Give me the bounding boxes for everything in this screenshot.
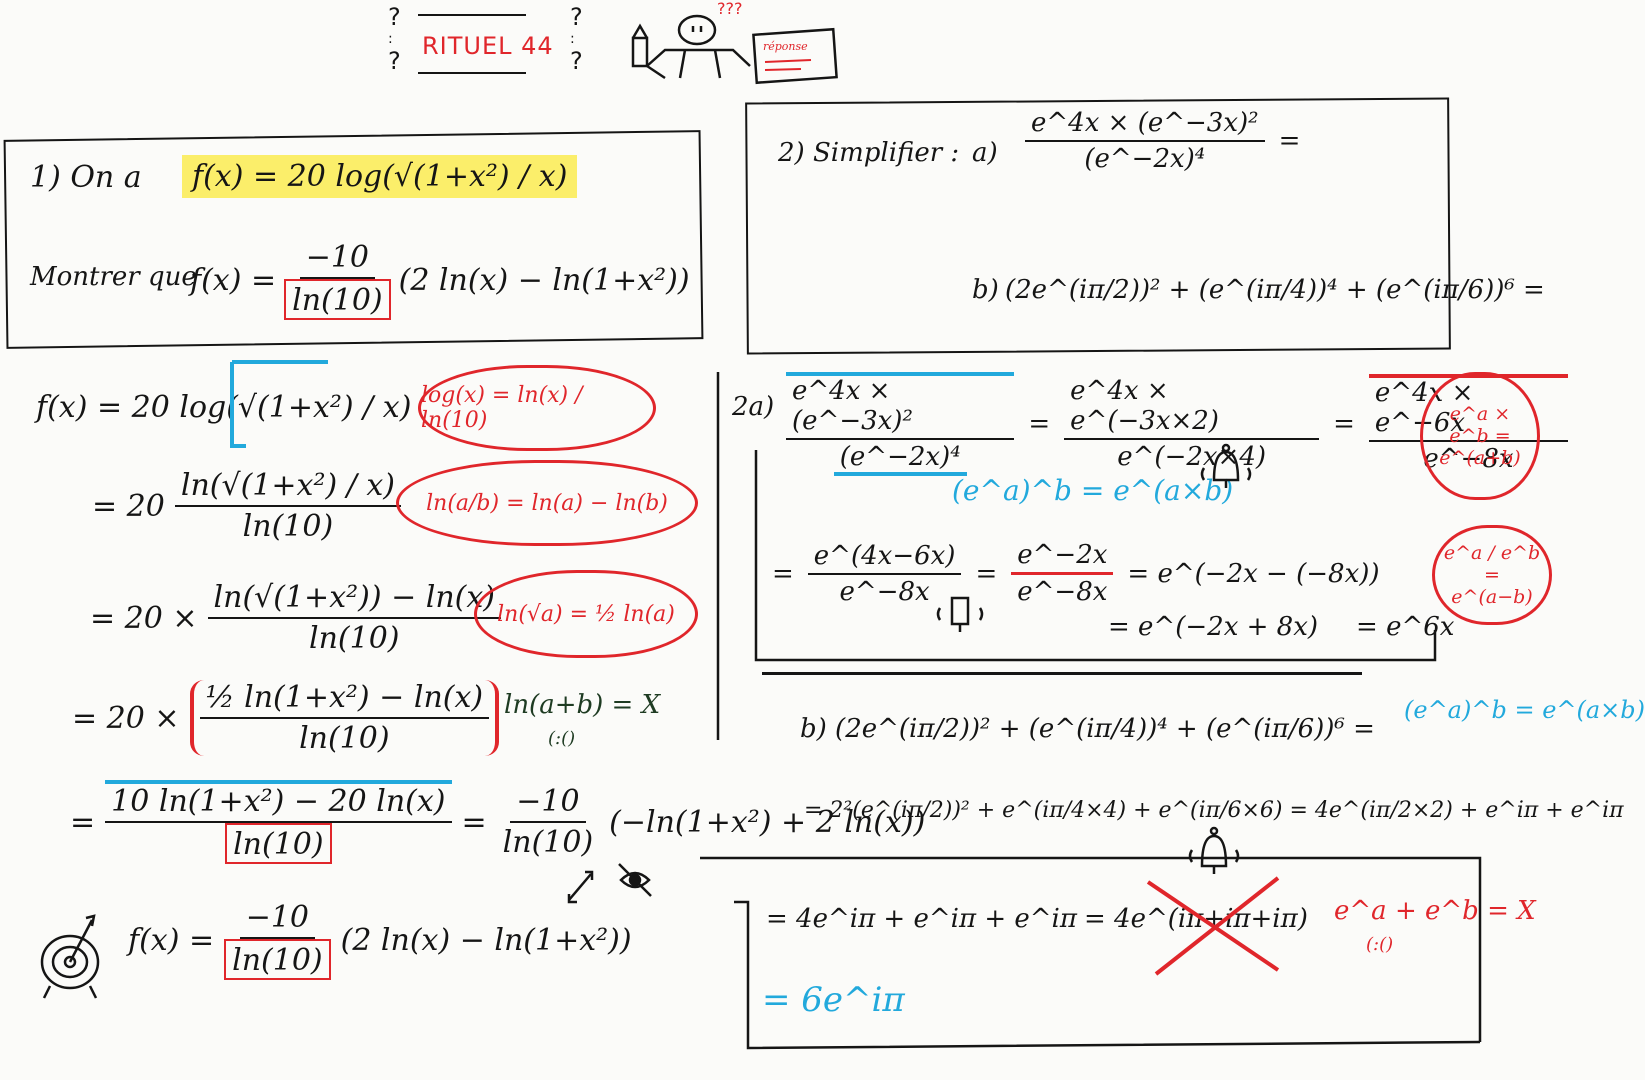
header-question-marks-left: ?:? <box>388 3 401 75</box>
eye-icon <box>567 863 652 904</box>
solution2a-label: 2a) <box>732 392 775 422</box>
target-icon <box>40 914 100 999</box>
solution2b-line1: b) (2e^(iπ/2))² + (e^(iπ/4))⁴ + (e^(iπ/6… <box>800 714 1375 744</box>
warning-ln-sum: ln(a+b) = X <box>504 690 661 720</box>
exercise1-given-function: f(x) = 20 log(√(1+x²) / x) <box>182 155 578 198</box>
sad-face-1: (:() <box>548 728 576 749</box>
cloud-log-rule: log(x) = ln(x) / ln(10) <box>418 365 656 451</box>
exercise2-prompt-label: 2) Simplifier : <box>778 138 960 168</box>
header-question-marks-right: ?:? <box>570 3 583 75</box>
warning-exp-sum: e^a + e^b = X <box>1334 896 1536 926</box>
solution2b-result: = 6e^iπ <box>762 980 905 1020</box>
exercise2-part-b-expression: (2e^(iπ/2))² + (e^(iπ/4))⁴ + (e^(iπ/6))⁶… <box>1005 275 1545 305</box>
solution2b-line2: = 2²(e^(iπ/2))² + e^(iπ/4×4) + e^(iπ/6×6… <box>804 798 1624 823</box>
svg-text:???: ??? <box>717 0 742 18</box>
exercise2-part-b-label: b) <box>972 275 999 305</box>
header-title: RITUEL 44 <box>418 14 553 74</box>
cloud-ln-sqrt-rule: ln(√a) = ½ ln(a) <box>474 570 698 658</box>
exercise1-prompt-label: 1) On a <box>30 160 142 195</box>
solution1-line3: = 20 × ln(√(1+x²)) − ln(x)ln(10) <box>90 580 502 656</box>
red-cross-mark <box>1146 876 1280 976</box>
rule-power-2a: (e^a)^b = e^(a×b) <box>952 474 1234 507</box>
sad-face-2: (:() <box>1366 934 1394 955</box>
bell-icon-2 <box>936 596 984 632</box>
bell-icon <box>1200 443 1252 488</box>
bell-icon-3 <box>1188 826 1240 874</box>
solution2b-top-line <box>762 672 1362 675</box>
cloud-exp-product-rule: e^a × e^b = e^(a+b) <box>1420 372 1540 500</box>
solution2b-result-box <box>700 856 1482 1050</box>
solution1-line1: f(x) = 20 log(√(1+x²) / x) <box>36 390 412 425</box>
solution2a-box-lines <box>716 372 1437 740</box>
cloud-exp-quotient-rule: e^a / e^b = e^(a−b) <box>1432 525 1552 625</box>
exercise1-show-label: Montrer que <box>30 262 197 292</box>
cloud-ln-quotient-rule: ln(a/b) = ln(a) − ln(b) <box>396 460 698 546</box>
solution1-line4: = 20 × ½ ln(1+x²) − ln(x)ln(10) <box>72 680 500 756</box>
solution2b-line3: = 4e^iπ + e^iπ + e^iπ <box>766 904 1077 934</box>
solution1-line2: = 20 ln(√(1+x²) / x)ln(10) <box>92 468 401 544</box>
rule-power-2b: (e^a)^b = e^(a×b) <box>1404 696 1645 724</box>
solution2a-step7: = e^(−2x + 8x) = e^6x <box>1108 612 1455 642</box>
blue-bracket-sqrt <box>230 360 328 448</box>
exercise2-part-a-label: a) <box>972 138 998 168</box>
exercise2-part-a-fraction: e^4x × (e^−3x)²(e^−2x)⁴ = <box>1025 108 1300 174</box>
solution2b-line3-wrong: = 4e^(iπ+iπ+iπ) <box>1084 904 1308 934</box>
stick-figure-icon: ??? réponse <box>631 0 838 85</box>
sign-label: réponse <box>763 40 808 53</box>
